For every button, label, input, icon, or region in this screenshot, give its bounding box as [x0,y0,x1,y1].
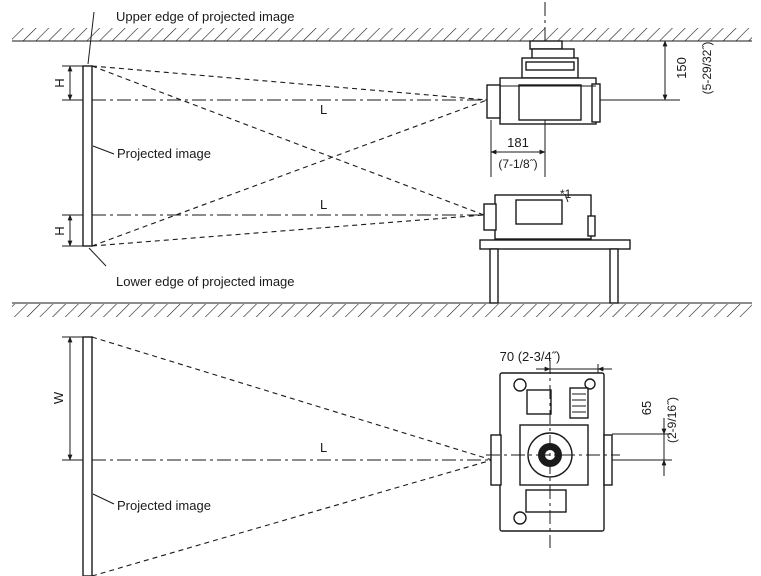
projected-image-label-1: Projected image [117,146,211,161]
lens-side-offset-dimension: 70 (2-3/4˝) [500,349,612,373]
note-1-label: *1 [560,187,572,201]
h-label-bottom: H [52,226,67,235]
h-dimension-top: H [52,65,83,101]
lens-depth-inch: (7-1/8˝) [498,157,537,171]
lens-center-offset-value: 65 [639,401,654,415]
screen-side-view [82,65,99,247]
ceiling [12,28,752,42]
lower-edge-label: Lower edge of projected image [116,274,295,289]
ceiling-offset-inch: (5-29/32˝) [700,42,714,95]
w-dimension: W [51,336,83,461]
lens-center-offset-inch: (2-9/16˝) [665,397,679,443]
lower-edge-leader [88,247,107,267]
lens-side-offset-value: 70 (2-3/4˝) [500,349,561,364]
ceiling-mounted-projector [486,2,601,125]
ceiling-offset-value: 150 [674,57,689,79]
table-projector: *1 [483,187,596,240]
floor [12,302,752,317]
beam-lines-plan [91,336,493,576]
distance-l-bottom: L [320,440,327,455]
upper-edge-leader [87,11,95,65]
lens-center-offset-dimension: 65 (2-9/16˝) [612,397,679,476]
distance-l-mid: L [320,197,327,212]
projector-plan-view [486,360,620,548]
lens-depth-dimension: 181 (7-1/8˝) [490,120,546,177]
distance-l-top: L [320,102,327,117]
projected-image-leader-2 [92,493,115,505]
screen-plan-view [82,336,99,576]
projected-image-label-2: Projected image [117,498,211,513]
w-label: W [51,391,66,404]
h-label-top: H [52,78,67,87]
projected-image-leader-1 [92,145,115,155]
lens-depth-value: 181 [507,135,529,150]
upper-edge-label: Upper edge of projected image [116,9,295,24]
ceiling-offset-dimension: 150 (5-29/32˝) [662,40,714,101]
h-dimension-bottom: H [52,214,83,247]
table [479,239,631,304]
